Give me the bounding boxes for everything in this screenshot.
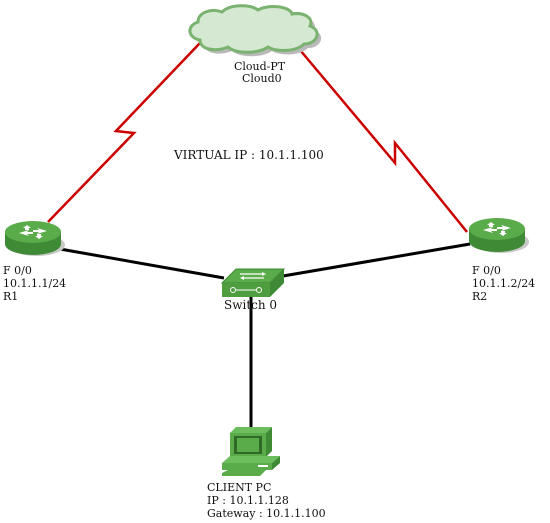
client-name-label: CLIENT PC [207,481,271,494]
cloud-icon[interactable] [188,4,322,57]
r1-ip-label: 10.1.1.1/24 [3,277,66,290]
r2-name-label: R2 [472,290,487,303]
pc-icon[interactable] [222,427,280,476]
serial-link-r2-cloud [299,49,468,233]
r1-name-label: R1 [3,290,18,303]
ethernet-link-r2-switch [282,242,471,278]
ethernet-link-r1-switch [59,247,225,280]
switch-name-label: Switch 0 [224,298,277,312]
links [47,42,471,430]
r1-interface-label: F 0/0 [3,264,32,277]
client-gateway-label: Gateway : 10.1.1.100 [207,507,326,520]
switch-icon[interactable] [220,268,286,297]
virtual-ip-label: VIRTUAL IP : 10.1.1.100 [173,148,324,162]
cloud-name-label: Cloud0 [242,72,282,85]
client-ip-label: IP : 10.1.1.128 [207,494,289,507]
r2-interface-label: F 0/0 [472,264,501,277]
r2-ip-label: 10.1.1.2/24 [472,277,535,290]
serial-link-r1-cloud [47,42,201,223]
router-icon[interactable] [469,218,529,253]
cloud-type-label: Cloud-PT [234,60,286,73]
router-icon[interactable] [5,221,65,256]
